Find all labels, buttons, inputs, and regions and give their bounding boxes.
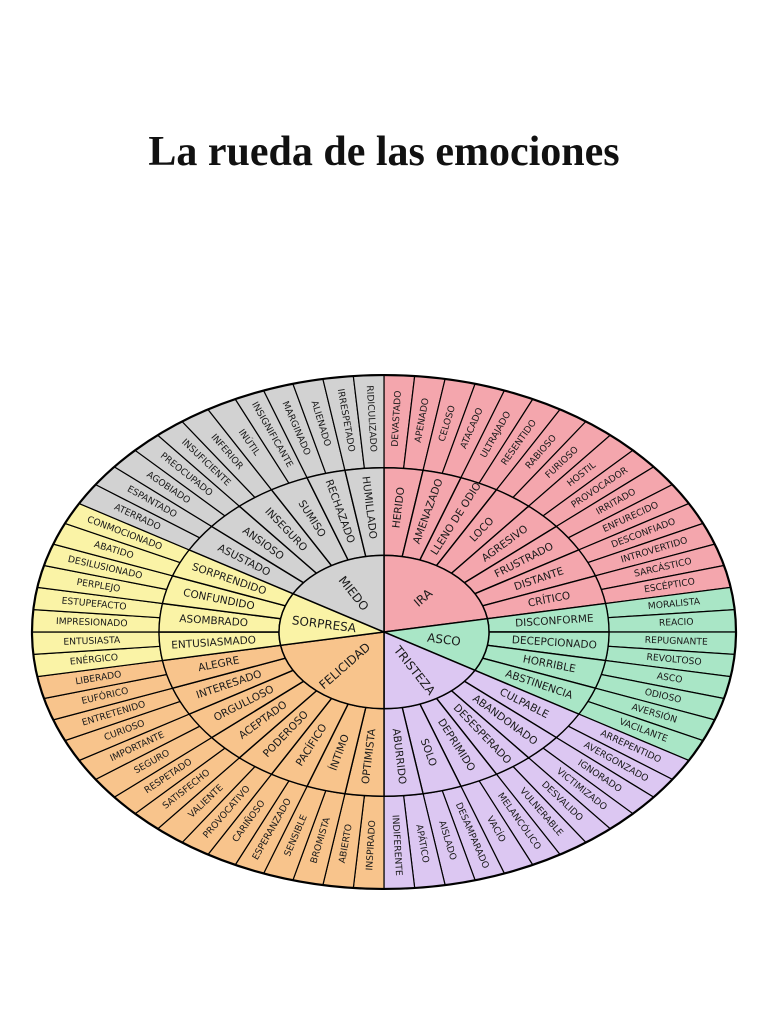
outer-label-inspirado: INSPIRADO (364, 820, 378, 871)
core-segment-felicidad (279, 631, 385, 710)
core-label-asco: ASCO (426, 631, 461, 649)
outer-label-ridiculizado: RIDICULIZADO (364, 385, 379, 452)
outer-label-impresionado: IMPRESIONADO (56, 616, 128, 629)
mid-label-entusiasmado: ENTUSIASMADO (171, 634, 256, 651)
outer-label-moralista: MORALISTA (647, 596, 701, 612)
outer-label-indiferente: INDIFERENTE (389, 815, 404, 877)
page-title: La rueda de las emociones (148, 129, 620, 175)
outer-label-asco: ASCO (656, 671, 683, 686)
core-segment-ira (383, 554, 489, 633)
outer-label-reacio: REACIO (659, 617, 694, 629)
mid-label-herido: HERIDO (390, 486, 407, 528)
mid-label-disconforme: DISCONFORME (515, 613, 594, 630)
outer-label-devastado: DEVASTADO (390, 390, 404, 447)
wheel-rim (30, 373, 738, 891)
mid-label-decepcionado: DECEPCIONADO (511, 634, 597, 651)
outer-label-revoltoso: REVOLTOSO (646, 652, 702, 668)
outer-label-repugnante: REPUGNANTE (645, 635, 709, 648)
outer-label-energico: ENÉRGICO (69, 651, 118, 668)
outer-label-entusiasta: ENTUSIASTA (63, 635, 121, 648)
core-segment-miedo (291, 554, 385, 634)
mid-label-asombrado: ASOMBRADO (179, 613, 248, 629)
